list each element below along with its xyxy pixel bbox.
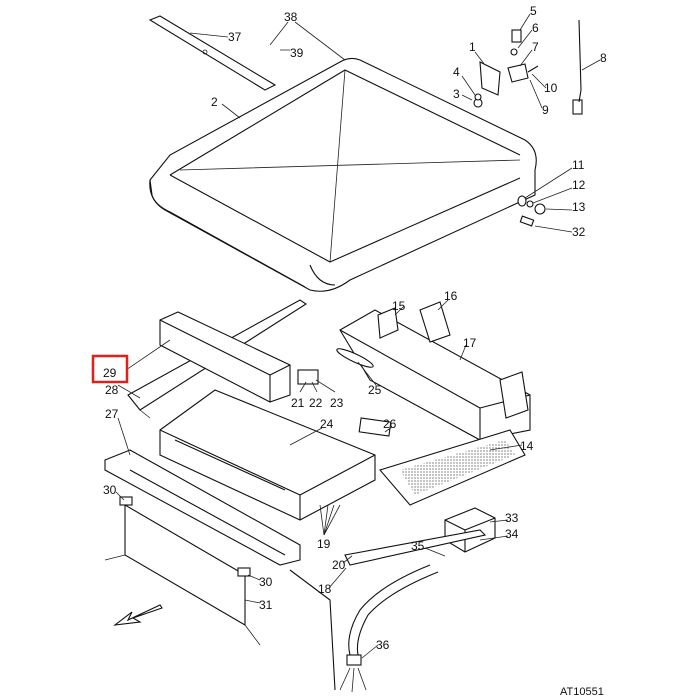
callout-38: 38 [284, 10, 298, 24]
hinge-parts [473, 29, 539, 108]
callout-labels: 37 38 39 2 1 4 3 5 6 7 10 9 8 11 12 13 3… [103, 4, 607, 698]
callout-15: 15 [392, 299, 406, 313]
callout-5: 5 [530, 4, 537, 18]
bracket-bar-37 [148, 15, 277, 91]
body-outline [289, 569, 336, 691]
callout-22: 22 [309, 396, 323, 410]
front-trim-27 [104, 449, 301, 566]
fasteners-11-32 [517, 195, 546, 227]
callout-37: 37 [228, 30, 242, 44]
hose-36 [339, 564, 439, 693]
callout-36: 36 [376, 638, 390, 652]
callout-16: 16 [444, 289, 458, 303]
callout-31: 31 [259, 598, 273, 612]
callout-26: 26 [383, 417, 397, 431]
callout-28: 28 [105, 383, 119, 397]
callout-24: 24 [320, 417, 334, 431]
latch-25 [336, 348, 374, 368]
frame-17 [339, 301, 531, 441]
callout-17: 17 [463, 336, 477, 350]
callout-10: 10 [544, 81, 558, 95]
panel-14 [379, 429, 526, 506]
callout-3: 3 [453, 87, 460, 101]
antenna-8 [572, 19, 583, 115]
callout-12: 12 [572, 178, 586, 192]
box-33 [444, 507, 496, 553]
clip-21-23 [297, 369, 319, 385]
strip-35 [344, 529, 487, 566]
leader-lines [115, 13, 601, 659]
callout-27: 27 [105, 407, 119, 421]
callout-1: 1 [469, 40, 476, 54]
front-bar-29 [159, 311, 291, 403]
callout-30-left: 30 [103, 483, 117, 497]
callout-25: 25 [368, 383, 382, 397]
front-arrow-icon [113, 604, 163, 626]
callout-2: 2 [211, 95, 218, 109]
callout-4: 4 [453, 65, 460, 79]
callout-32: 32 [572, 225, 586, 239]
callout-21: 21 [291, 396, 305, 410]
drawing-code: AT10551 [560, 686, 604, 698]
callout-14: 14 [520, 439, 534, 453]
callout-13: 13 [572, 200, 586, 214]
callout-39: 39 [290, 46, 304, 60]
callout-19: 19 [317, 537, 331, 551]
callout-7: 7 [532, 40, 539, 54]
label-26 [358, 417, 392, 437]
callout-9: 9 [542, 103, 549, 117]
callout-18: 18 [318, 582, 332, 596]
lid-2 [149, 57, 537, 292]
callout-11: 11 [572, 158, 585, 172]
callout-30-right: 30 [259, 575, 273, 589]
callout-20: 20 [332, 558, 346, 572]
screen-31 [104, 496, 261, 646]
callout-8: 8 [600, 51, 607, 65]
tray-24 [159, 389, 376, 521]
callout-35: 35 [411, 539, 425, 553]
callout-29: 29 [103, 366, 117, 380]
callout-33: 33 [505, 511, 519, 525]
callout-6: 6 [532, 21, 539, 35]
callout-34: 34 [505, 527, 519, 541]
highlight-box-29 [91, 354, 129, 384]
callout-23: 23 [330, 396, 344, 410]
